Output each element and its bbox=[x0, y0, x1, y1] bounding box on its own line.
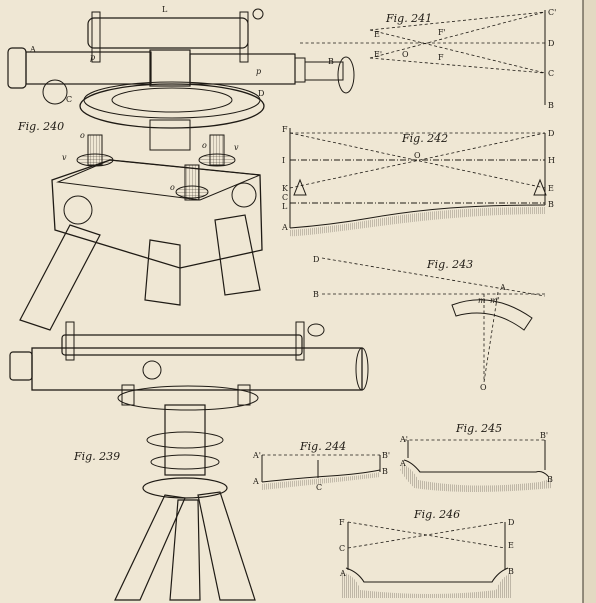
fig244-caption: Fig. 244 bbox=[299, 440, 346, 453]
fig241-label-B: B bbox=[548, 101, 554, 110]
fig240-label-o2: o bbox=[202, 141, 207, 150]
fig242-label-E: E bbox=[548, 184, 554, 193]
fig242-label-D: D bbox=[548, 129, 554, 138]
fig239-caption: Fig. 239 bbox=[73, 450, 120, 463]
fig246-label-F: F bbox=[339, 518, 345, 527]
fig246-label-C: C bbox=[339, 544, 345, 553]
fig241-label-F1: F' bbox=[438, 28, 446, 37]
fig245-label-B1: B' bbox=[540, 431, 548, 440]
fig241-label-O: O bbox=[402, 50, 409, 59]
fig242-label-O: O bbox=[414, 151, 421, 160]
fig246-label-A: A bbox=[339, 569, 346, 578]
fig-239-level-tripod: Fig. 239 bbox=[9, 321, 369, 601]
fig243-label-O: O bbox=[480, 383, 487, 392]
fig-240-level-instrument: L A C p p B D o o o v v Fig. 240 bbox=[7, 5, 355, 331]
fig240-label-C: C bbox=[66, 95, 72, 104]
fig240-caption: Fig. 240 bbox=[17, 120, 64, 133]
fig243-label-B: B bbox=[313, 290, 319, 299]
fig244-label-A1: A' bbox=[252, 451, 261, 460]
fig-241-diagram: Fig. 241 C' D E F' E' O F C B bbox=[300, 8, 556, 110]
fig-246-diagram: Fig. 246 F D C E A B bbox=[339, 508, 514, 598]
fig241-label-E: E bbox=[374, 30, 380, 39]
fig241-label-F: F bbox=[438, 53, 444, 62]
fig240-label-v1: v bbox=[62, 153, 67, 162]
fig245-caption: Fig. 245 bbox=[455, 422, 502, 435]
fig245-label-B: B bbox=[547, 475, 553, 484]
fig246-label-B: B bbox=[508, 567, 514, 576]
fig240-label-L: L bbox=[162, 5, 168, 14]
fig-244-diagram: Fig. 244 A' B' A C B bbox=[252, 440, 390, 492]
fig243-label-D: D bbox=[313, 255, 319, 264]
fig-243-diagram: Fig. 243 D B m m' A O bbox=[313, 255, 546, 392]
fig241-label-E1: E' bbox=[374, 50, 382, 59]
fig244-label-B: B bbox=[382, 467, 388, 476]
fig242-label-I: I bbox=[282, 156, 285, 165]
fig246-caption: Fig. 246 bbox=[413, 508, 460, 521]
fig241-label-C1: C' bbox=[548, 8, 556, 17]
fig244-label-A: A bbox=[252, 477, 259, 486]
fig241-label-D1: D bbox=[548, 39, 554, 48]
fig240-label-v2: v bbox=[234, 143, 239, 152]
fig245-label-A: A bbox=[399, 459, 406, 468]
fig240-label-p: p bbox=[90, 53, 95, 62]
page-edge bbox=[583, 0, 596, 603]
fig242-label-K: K bbox=[282, 184, 289, 193]
fig240-label-o3: o bbox=[170, 183, 175, 192]
fig245-label-A1: A' bbox=[399, 435, 408, 444]
fig242-label-H: H bbox=[548, 156, 555, 165]
fig242-label-L: L bbox=[282, 202, 288, 211]
fig243-caption: Fig. 243 bbox=[426, 258, 473, 271]
fig-245-diagram: Fig. 245 A' B' A B bbox=[399, 422, 553, 492]
fig240-label-o1: o bbox=[80, 131, 85, 140]
fig241-label-C: C bbox=[548, 69, 554, 78]
fig240-label-D: D bbox=[258, 89, 264, 98]
fig244-label-B1: B' bbox=[382, 451, 390, 460]
fig-242-diagram: Fig. 242 F D I O H K C L E B A bbox=[281, 125, 555, 237]
fig246-label-D: D bbox=[508, 518, 514, 527]
fig240-label-p2: p bbox=[256, 67, 261, 76]
fig246-label-E: E bbox=[508, 541, 514, 550]
fig241-caption: Fig. 241 bbox=[385, 12, 432, 25]
fig244-label-C: C bbox=[316, 483, 322, 492]
fig240-label-B: B bbox=[328, 57, 334, 66]
fig242-label-F: F bbox=[282, 125, 288, 134]
fig242-label-B: B bbox=[548, 200, 554, 209]
fig242-label-A: A bbox=[281, 223, 288, 232]
fig243-label-m: m bbox=[478, 296, 486, 305]
fig243-label-A: A bbox=[499, 283, 506, 292]
fig243-label-m1: m' bbox=[490, 296, 500, 305]
fig242-caption: Fig. 242 bbox=[401, 132, 448, 145]
fig240-label-A: A bbox=[29, 45, 36, 54]
fig242-label-C: C bbox=[282, 193, 288, 202]
